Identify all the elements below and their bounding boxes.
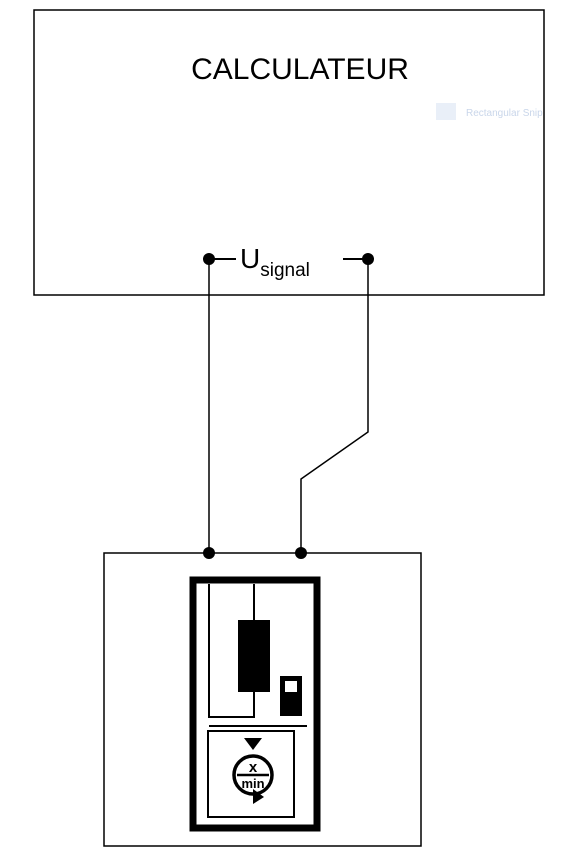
watermark: Rectangular Snip bbox=[436, 103, 543, 120]
sensor-terminal-right bbox=[295, 547, 307, 559]
sensor-housing bbox=[103, 552, 422, 847]
sensor-lower-box bbox=[207, 730, 295, 818]
sensor-resistor bbox=[238, 620, 270, 692]
sensor-small-component-window bbox=[285, 681, 297, 692]
watermark-icon bbox=[436, 103, 456, 120]
signal-symbol: U bbox=[240, 243, 260, 274]
sensor-frame-outer bbox=[189, 576, 321, 832]
signal-subscript: signal bbox=[260, 260, 310, 281]
sensor-terminal-left bbox=[203, 547, 215, 559]
rotation-arrow-bottom bbox=[253, 789, 264, 804]
calculator-box bbox=[33, 9, 545, 296]
rotation-icon: x min bbox=[232, 738, 274, 804]
rotation-arrow-top bbox=[244, 738, 262, 750]
calculator-title: CALCULATEUR bbox=[191, 53, 409, 86]
wire-right bbox=[300, 259, 369, 553]
watermark-text: Rectangular Snip bbox=[466, 108, 543, 119]
sensor-element: x min bbox=[189, 576, 321, 832]
rotation-symbol: x bbox=[249, 759, 258, 776]
rotation-unit: min bbox=[241, 776, 264, 791]
signal-label: Usignal bbox=[240, 243, 310, 281]
